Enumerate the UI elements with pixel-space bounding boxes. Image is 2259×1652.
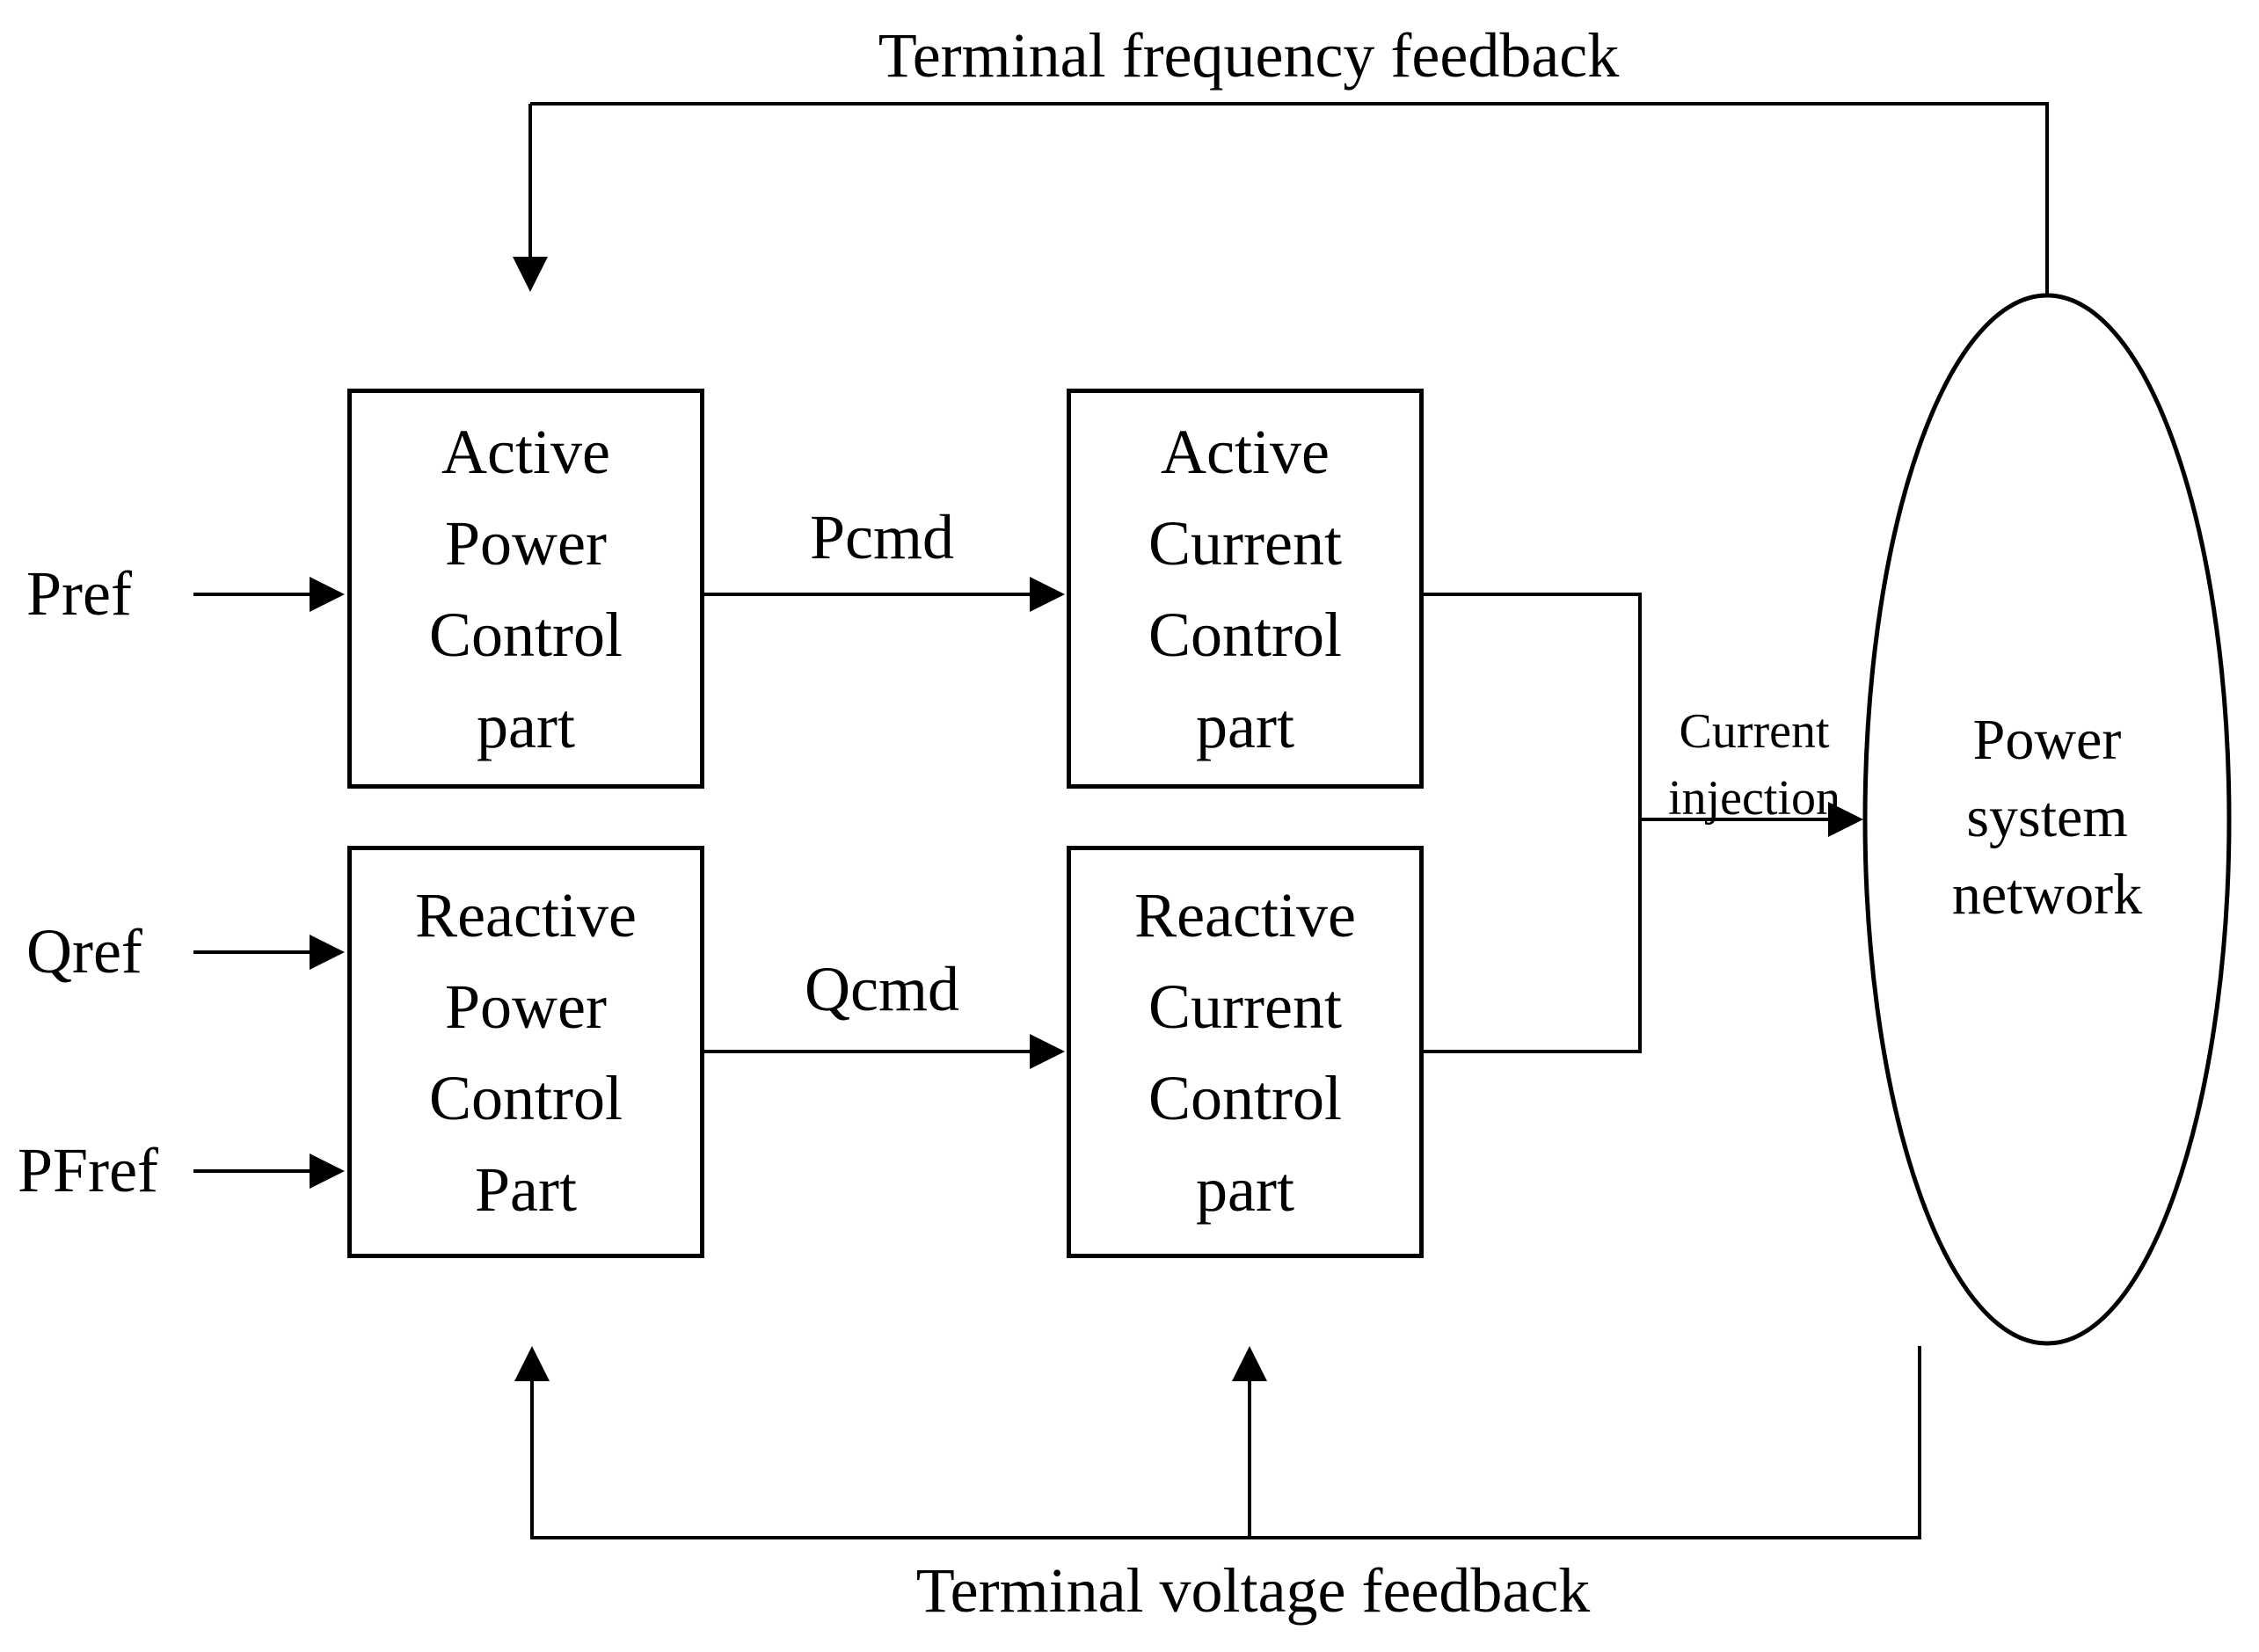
terminal-voltage-feedback-label: Terminal voltage feedback xyxy=(915,1555,1591,1626)
reactive-power-control-box: Reactive Power Control Part xyxy=(347,846,704,1258)
reactive-current-control-box: Reactive Current Control part xyxy=(1067,846,1424,1258)
qcmd-label: Qcmd xyxy=(805,954,959,1024)
qref-label: Qref xyxy=(26,916,142,986)
reactive-current-control-label: Reactive Current Control part xyxy=(1134,879,1356,1225)
power-system-network-label: Power system network xyxy=(1951,708,2143,927)
pref-label: Pref xyxy=(26,558,132,629)
terminal-frequency-feedback-label: Terminal frequency feedback xyxy=(878,20,1620,91)
active-current-control-label: Active Current Control part xyxy=(1148,416,1342,761)
pcmd-label: Pcmd xyxy=(809,502,954,572)
frequency-feedback-line xyxy=(530,102,2049,297)
voltage-feedback-line xyxy=(514,1346,1921,1539)
reactive-power-control-label: Reactive Power Control Part xyxy=(415,879,637,1225)
pfref-label: PFref xyxy=(18,1135,158,1205)
power-system-network-ellipse xyxy=(1862,293,2232,1346)
active-current-control-box: Active Current Control part xyxy=(1067,389,1424,789)
active-power-control-box: Active Power Control part xyxy=(347,389,704,789)
active-power-control-label: Active Power Control part xyxy=(428,416,623,761)
current-injection-label: Current injection xyxy=(1668,704,1840,826)
